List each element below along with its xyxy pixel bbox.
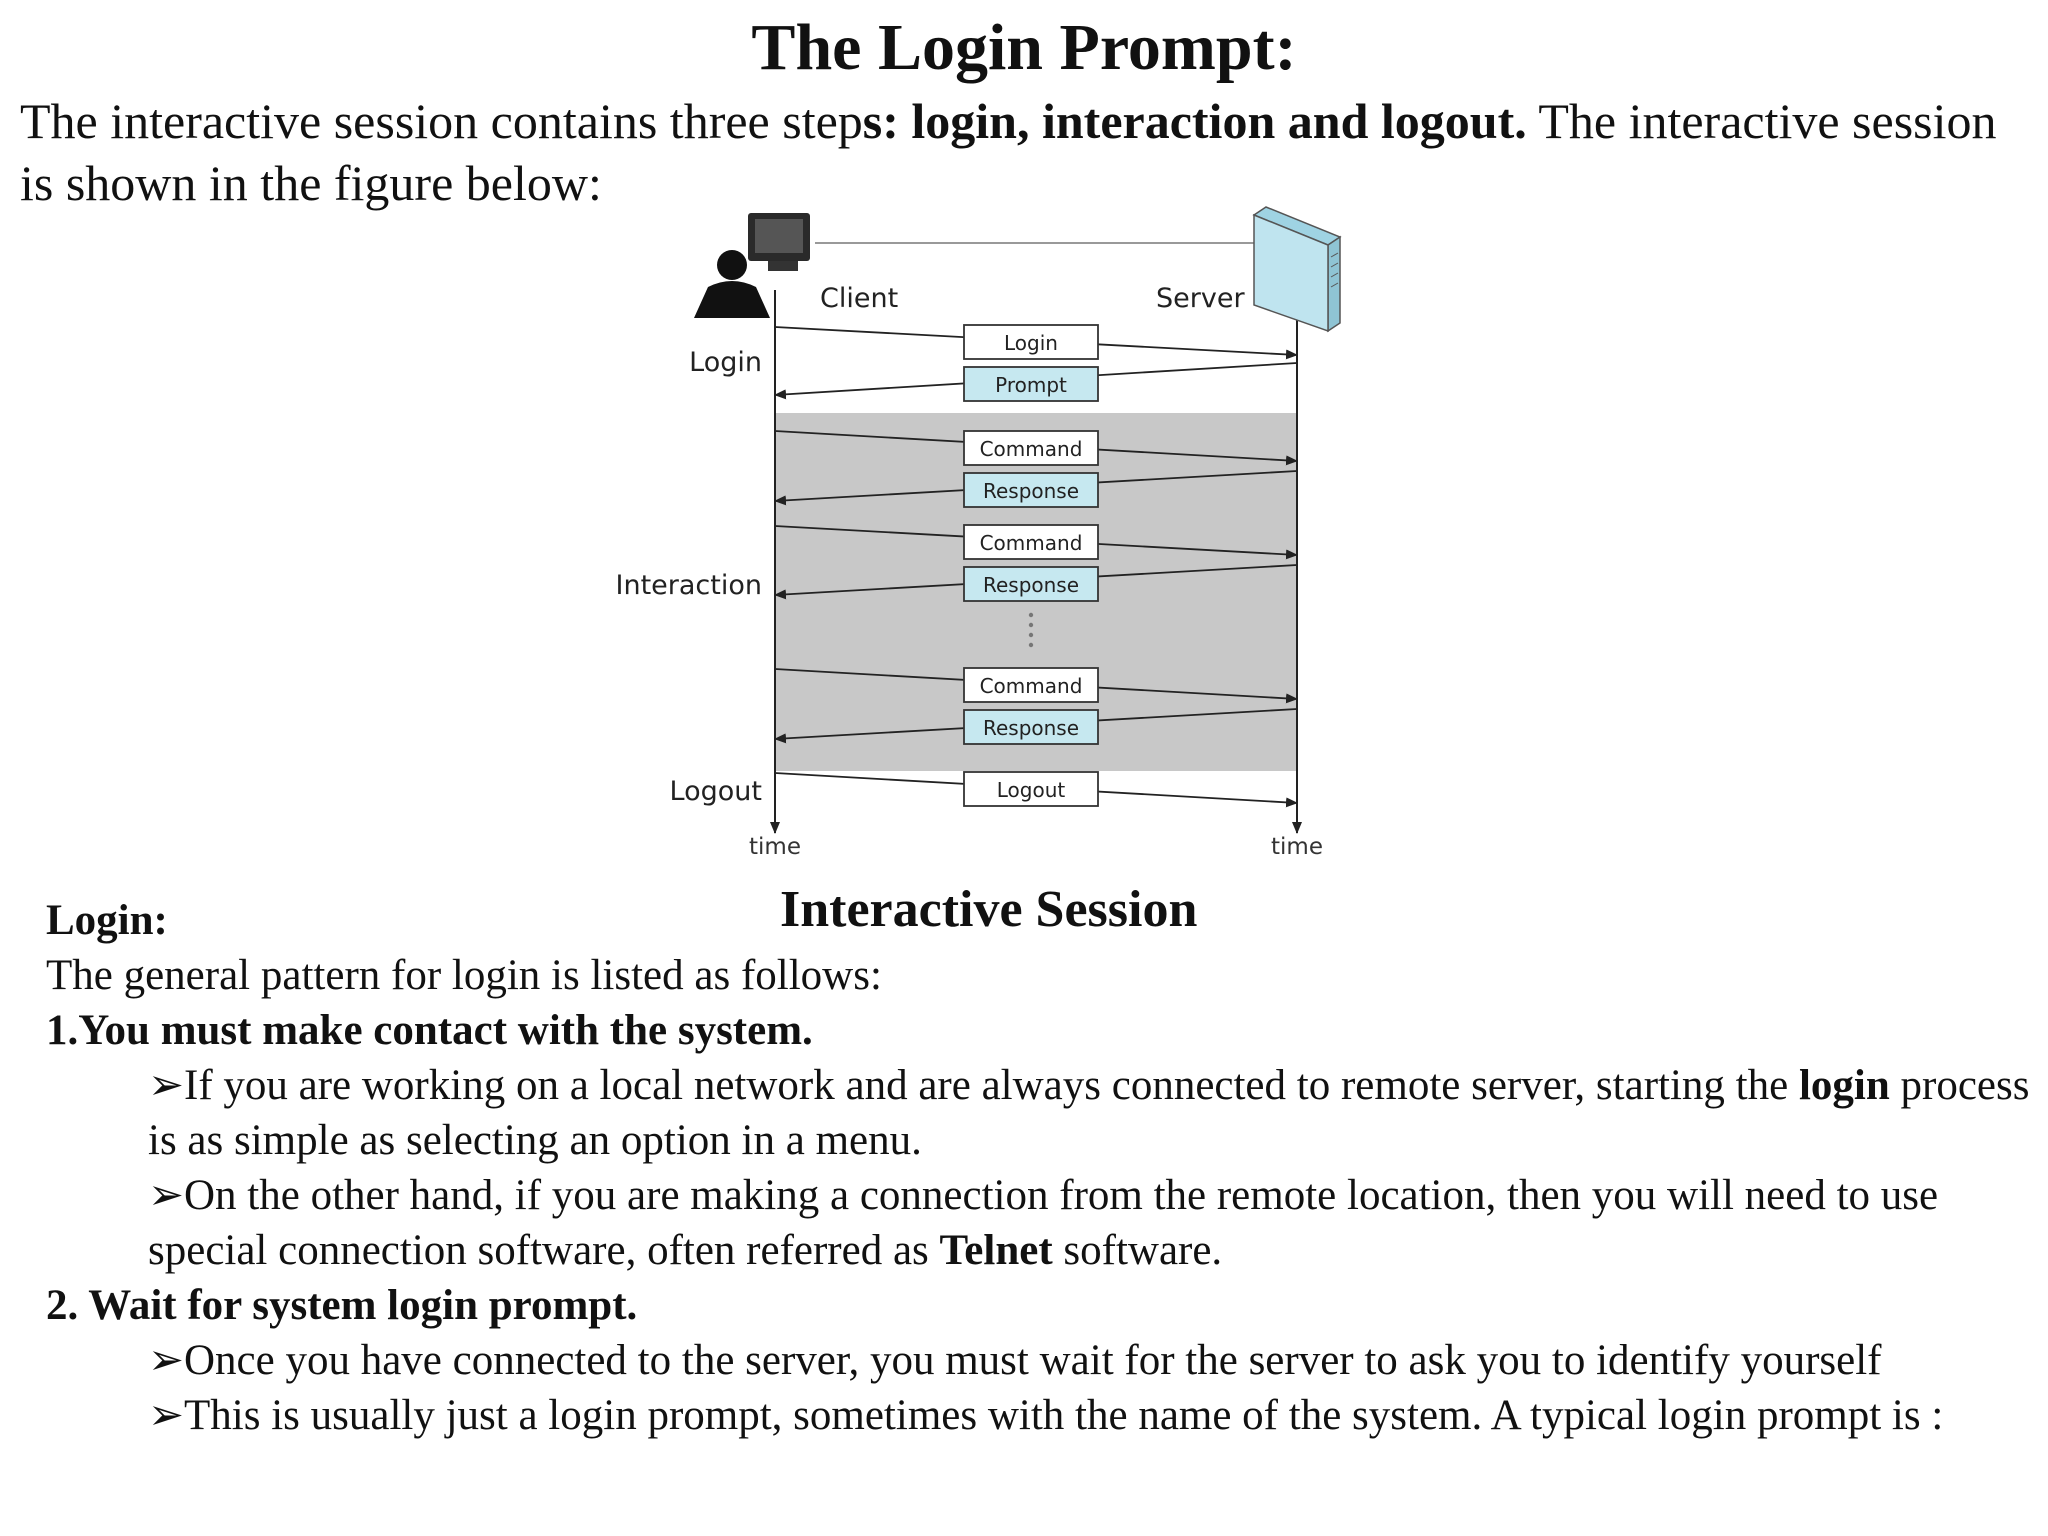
response-box-2: [963, 566, 1099, 602]
bullet-1-text: If you are working on a local network an…: [184, 1062, 1799, 1109]
bullet-1-rest: process is as simple as selecting an opt…: [148, 1062, 2030, 1164]
continuation-dots: [1028, 612, 1034, 648]
response-box-label-3: Response: [983, 716, 1079, 740]
login-heading: Login:: [46, 897, 168, 944]
interactive-session-diagram: Client Server Login Interaction Logout t…: [616, 206, 1342, 860]
response-box-label-2: Response: [983, 573, 1079, 597]
login-section: Login: The general pattern for login is …: [46, 893, 2036, 1443]
command-box-label-2: Command: [980, 531, 1083, 555]
response-box-label-1: Response: [983, 479, 1079, 503]
bullet-4: ➢This is usually just a login prompt, so…: [46, 1388, 2036, 1443]
intro-paragraph: The interactive session contains three s…: [20, 90, 2010, 214]
intro-text-end: The interactive session is shown in the …: [20, 93, 1997, 211]
bullet-2: ➢On the other hand, if you are making a …: [46, 1168, 2036, 1278]
bullet-arrow-icon: ➢: [148, 1062, 185, 1109]
command-box-label-1: Command: [980, 437, 1083, 461]
page-title: The Login Prompt:: [751, 11, 1297, 84]
bullet-4-text: This is usually just a login prompt, som…: [184, 1392, 1944, 1439]
bullet-2-text: On the other hand, if you are making a c…: [148, 1172, 1939, 1274]
phase-logout-label: Logout: [670, 776, 762, 807]
intro-steps-bold: s: login, interaction and logout.: [862, 93, 1527, 149]
figure-caption: Interactive Session: [780, 881, 1198, 938]
bullet-arrow-icon: ➢: [148, 1172, 185, 1219]
response-box-1: [963, 472, 1099, 508]
step-2-heading: 2. Wait for system login prompt.: [46, 1282, 638, 1329]
logout-box-label: Logout: [997, 778, 1066, 802]
login-box: [963, 324, 1099, 360]
bullet-1: ➢If you are working on a local network a…: [46, 1058, 2036, 1168]
client-time-label: time: [749, 834, 801, 860]
intro-text: The interactive session contains three s…: [20, 93, 863, 149]
prompt-box-label: Prompt: [995, 373, 1067, 397]
step-1-heading: 1.You must make contact with the system.: [46, 1007, 813, 1054]
server-label: Server: [1156, 283, 1245, 314]
command-box-2: [963, 524, 1099, 560]
command-box-1: [963, 430, 1099, 466]
client-label: Client: [820, 283, 898, 314]
response-box-3: [963, 709, 1099, 745]
phase-interaction-label: Interaction: [616, 570, 762, 601]
command-box-label-3: Command: [980, 674, 1083, 698]
bullet-1-bold: login: [1798, 1062, 1890, 1109]
bullet-arrow-icon: ➢: [148, 1337, 185, 1384]
bullet-arrow-icon: ➢: [148, 1392, 185, 1439]
login-intro: The general pattern for login is listed …: [46, 952, 882, 999]
login-box-label: Login: [1004, 331, 1058, 355]
bullet-2-bold: Telnet: [939, 1227, 1053, 1274]
command-box-3: [963, 667, 1099, 703]
phase-login-label: Login: [689, 347, 762, 378]
server-time-label: time: [1271, 834, 1323, 860]
logout-box: [963, 771, 1099, 807]
prompt-box: [963, 366, 1099, 402]
server-icon: [1252, 206, 1342, 333]
bullet-2-rest: software.: [1052, 1227, 1223, 1274]
bullet-3-text: Once you have connected to the server, y…: [184, 1337, 1882, 1384]
client-computer-icon: [694, 213, 810, 318]
bullet-3: ➢Once you have connected to the server, …: [46, 1333, 2036, 1388]
